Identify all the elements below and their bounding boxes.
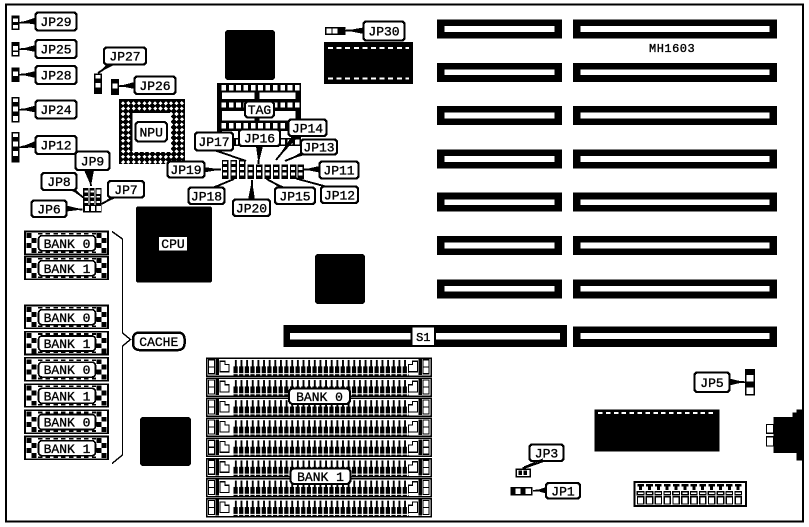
svg-text:JP17: JP17 [198,135,229,150]
svg-text:JP12: JP12 [324,188,355,203]
svg-text:JP28: JP28 [40,69,71,84]
svg-text:BANK 1: BANK 1 [44,442,91,457]
svg-text:JP1: JP1 [551,484,575,499]
svg-text:BANK 1: BANK 1 [44,262,91,277]
svg-text:JP26: JP26 [139,79,170,94]
svg-text:JP30: JP30 [368,25,399,40]
svg-text:JP11: JP11 [323,164,354,179]
svg-text:TAG: TAG [248,103,271,118]
svg-text:MH1603: MH1603 [649,42,695,56]
svg-text:JP3: JP3 [535,446,558,461]
svg-text:JP6: JP6 [37,202,60,217]
svg-text:JP18: JP18 [191,189,222,204]
svg-text:BANK 0: BANK 0 [44,237,91,252]
svg-text:NPU: NPU [139,125,162,140]
svg-text:JP19: JP19 [170,163,201,178]
svg-text:BANK 1: BANK 1 [44,389,91,404]
svg-text:S1: S1 [416,331,430,345]
svg-text:BANK 0: BANK 0 [44,363,91,378]
svg-text:JP29: JP29 [40,15,71,30]
svg-text:JP8: JP8 [47,175,70,190]
svg-text:JP25: JP25 [40,43,71,58]
svg-text:JP24: JP24 [40,103,71,118]
svg-text:BANK 1: BANK 1 [297,470,344,485]
svg-text:JP9: JP9 [81,154,104,169]
svg-text:BANK 0: BANK 0 [44,311,91,326]
svg-text:CPU: CPU [161,237,184,252]
svg-text:BANK 0: BANK 0 [44,416,91,431]
svg-text:CACHE: CACHE [139,335,178,350]
svg-text:JP27: JP27 [109,50,140,65]
svg-text:JP13: JP13 [303,141,334,156]
svg-text:JP15: JP15 [279,189,310,204]
svg-text:JP5: JP5 [700,376,723,391]
svg-text:BANK 0: BANK 0 [296,390,343,405]
svg-text:JP7: JP7 [114,183,137,198]
svg-text:JP14: JP14 [292,121,323,136]
svg-text:JP20: JP20 [236,201,267,216]
svg-text:BANK 1: BANK 1 [44,337,91,352]
svg-text:JP16: JP16 [244,131,275,146]
svg-text:JP12: JP12 [40,139,71,154]
